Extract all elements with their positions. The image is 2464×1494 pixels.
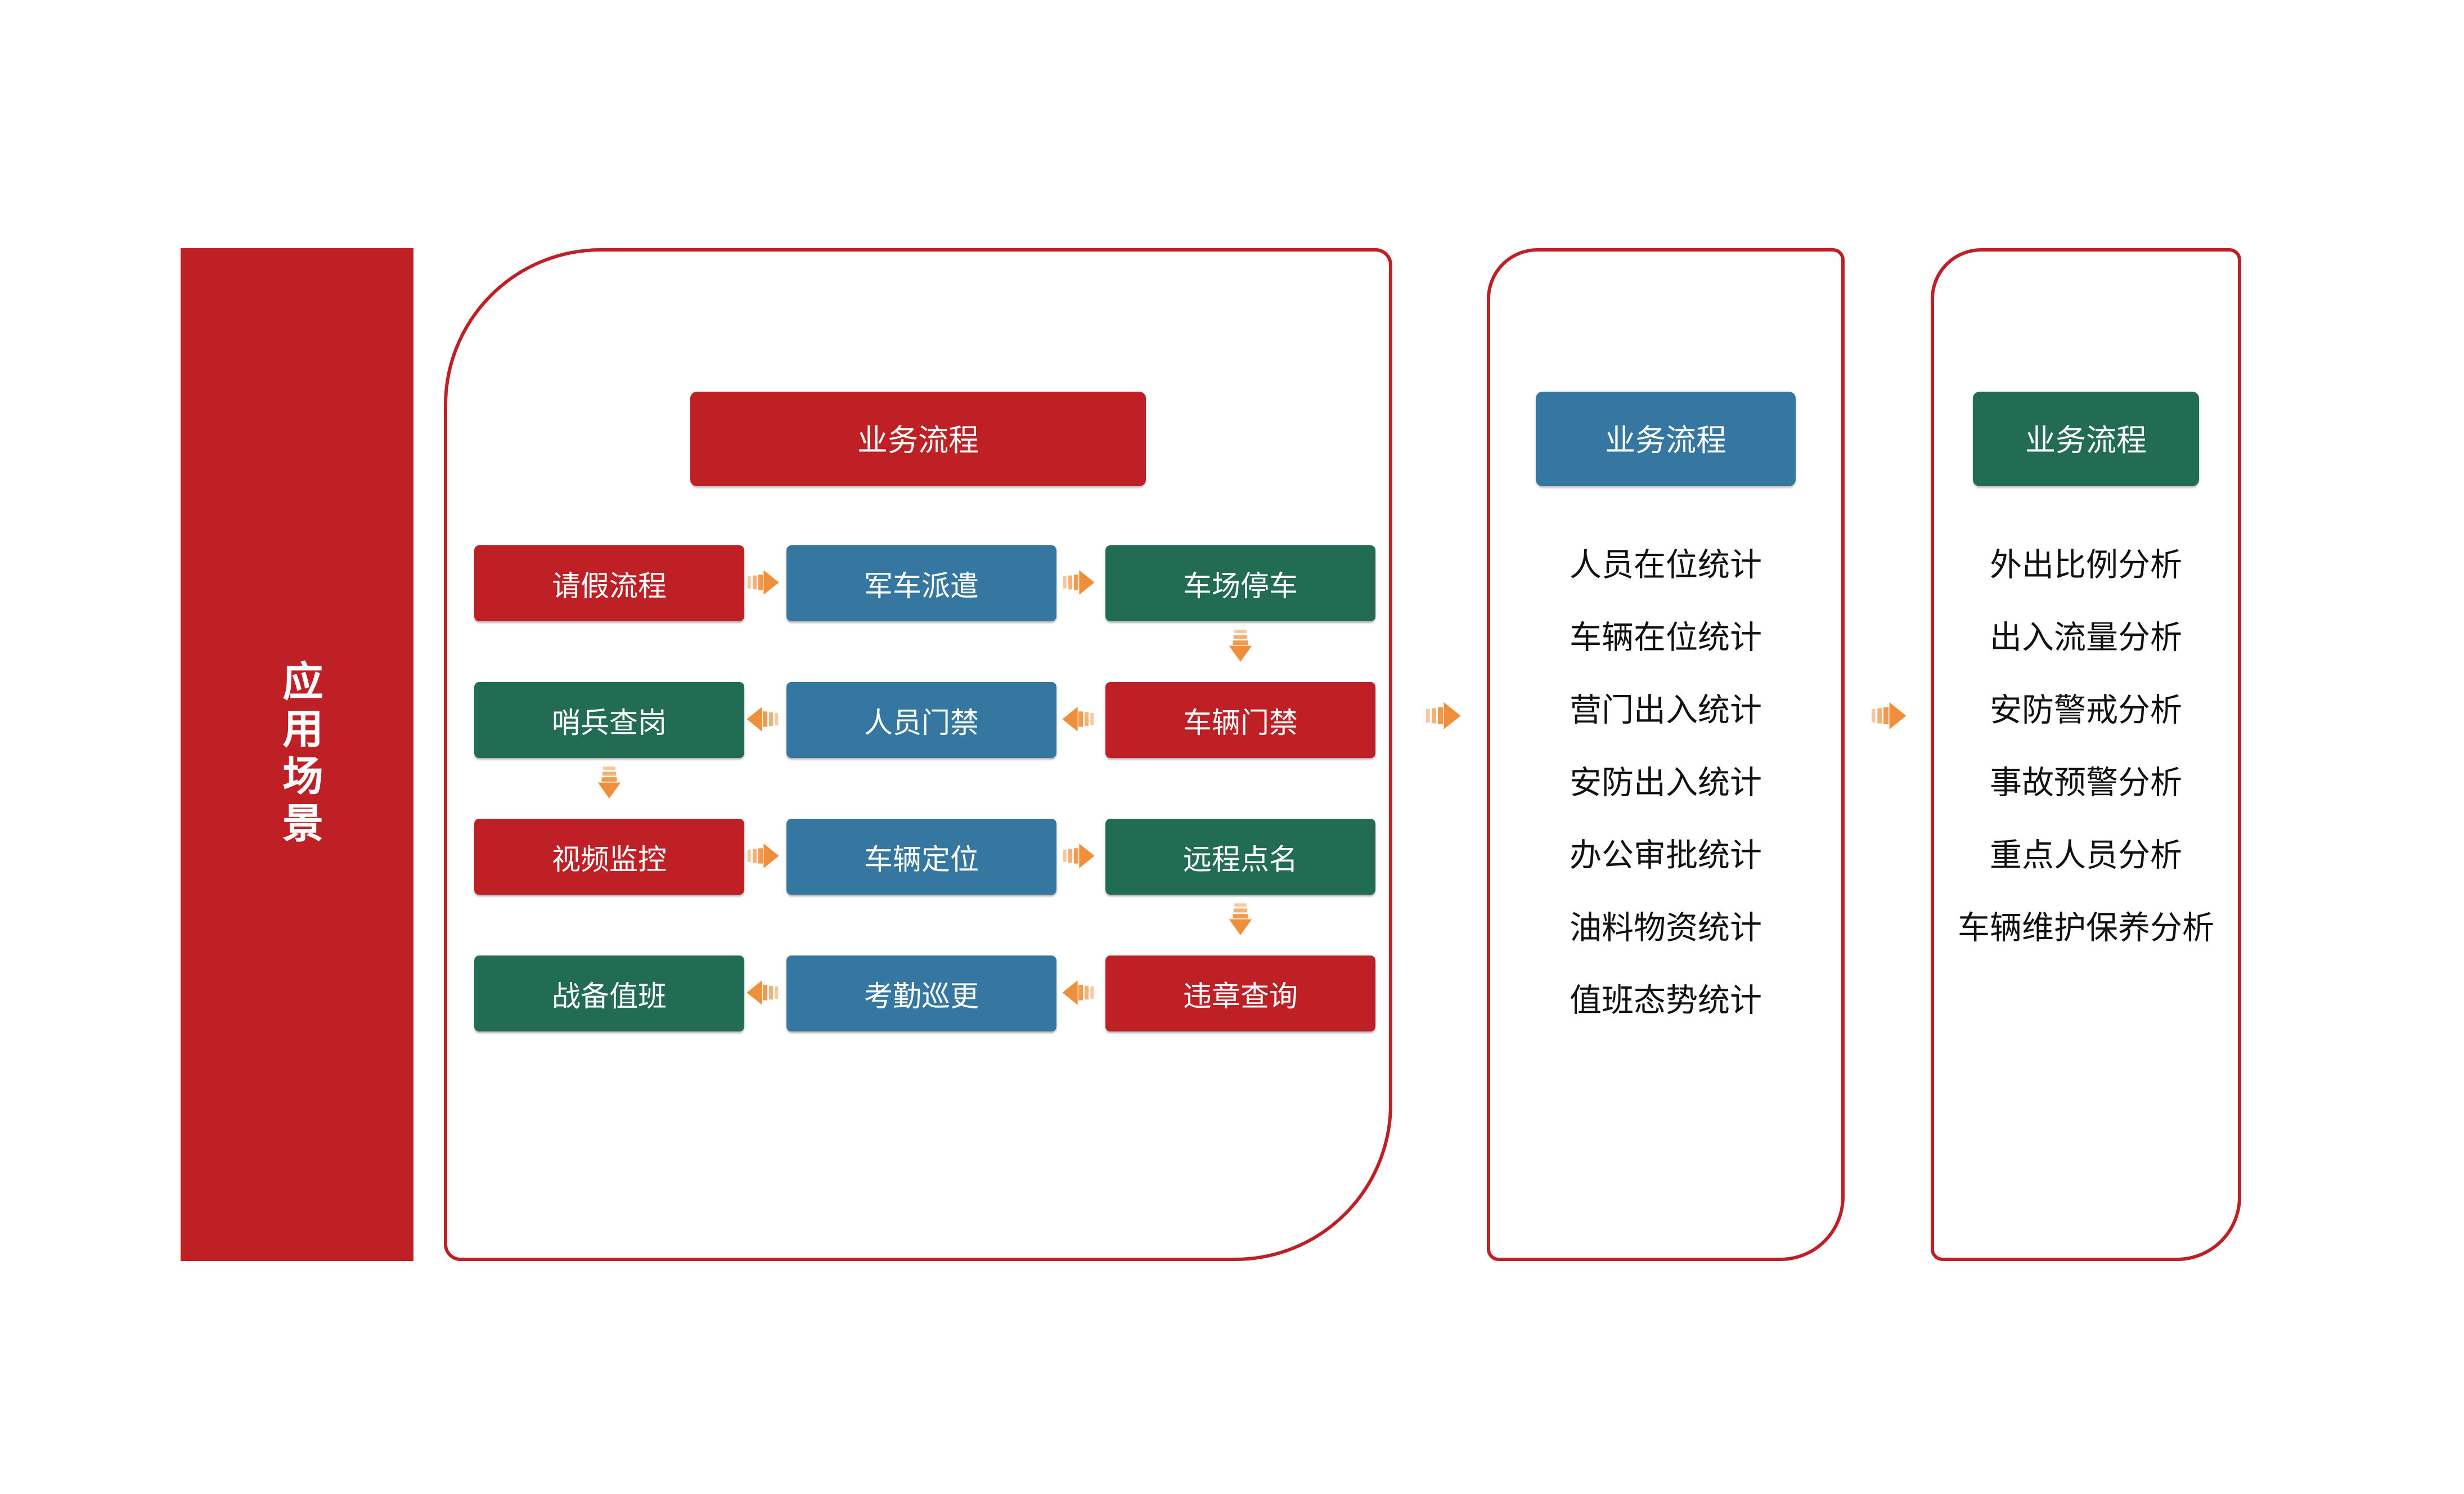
flow-box: 哨兵查岗 [474, 682, 744, 758]
flow-arrow-right-icon [1062, 837, 1095, 874]
flow-arrow-left-icon [1062, 701, 1095, 738]
flow-box: 车辆定位 [786, 819, 1056, 895]
flow-box: 车辆门禁 [1105, 682, 1375, 758]
flow-panel: 业务流程 请假流程 军车派遣 车场停车 哨兵查岗 人员门禁 车辆门禁 视频监控 … [444, 248, 1392, 1261]
list-item: 重点人员分析 [1989, 839, 2182, 874]
list-item: 安防警戒分析 [1989, 694, 2182, 729]
flow-arrow-left-icon [1062, 974, 1095, 1011]
flow-arrow-left-icon [746, 701, 780, 738]
list-item: 车辆在位统计 [1569, 621, 1762, 657]
list-item: 车辆维护保养分析 [1957, 912, 2214, 947]
stats-panel: 业务流程 人员在位统计 车辆在位统计 营门出入统计 安防出入统计 办公审批统计 … [1487, 248, 1845, 1261]
flow-panel-header: 业务流程 [690, 392, 1146, 486]
flow-box: 军车派遣 [786, 545, 1056, 621]
list-item: 值班态势统计 [1569, 984, 1762, 1020]
flow-arrow-right-icon [746, 837, 780, 874]
list-item: 办公审批统计 [1569, 839, 1762, 874]
panel-connector-arrow-icon [1424, 696, 1462, 736]
list-item: 油料物资统计 [1569, 912, 1762, 947]
list-item: 营门出入统计 [1569, 694, 1762, 729]
analysis-panel-header: 业务流程 [1973, 392, 2199, 486]
flow-arrow-right-icon [746, 564, 780, 601]
flow-box: 请假流程 [474, 545, 744, 621]
list-item: 人员在位统计 [1569, 549, 1762, 584]
app-scenario-banner-label: 应用场景 [275, 660, 321, 849]
flow-box: 考勤巡更 [786, 955, 1056, 1031]
flow-box: 远程点名 [1105, 819, 1375, 895]
list-item: 安防出入统计 [1569, 766, 1762, 802]
list-item: 出入流量分析 [1989, 621, 2182, 657]
flow-box: 违章查询 [1105, 955, 1375, 1031]
flow-arrow-left-icon [746, 974, 780, 1011]
flow-arrow-down-icon [1225, 626, 1256, 667]
analysis-list: 外出比例分析 出入流量分析 安防警戒分析 事故预警分析 重点人员分析 车辆维护保… [1934, 527, 2238, 962]
flow-box: 车场停车 [1105, 545, 1375, 621]
list-item: 外出比例分析 [1989, 549, 2182, 584]
stats-panel-header: 业务流程 [1536, 392, 1796, 486]
flow-box: 视频监控 [474, 819, 744, 895]
flow-box: 人员门禁 [786, 682, 1056, 758]
panel-connector-arrow-icon [1870, 696, 1907, 736]
flow-arrow-down-icon [594, 763, 624, 804]
flow-arrow-right-icon [1062, 564, 1095, 601]
stats-list: 人员在位统计 车辆在位统计 营门出入统计 安防出入统计 办公审批统计 油料物资统… [1490, 527, 1841, 1035]
app-scenario-banner: 应用场景 [181, 248, 413, 1261]
list-item: 事故预警分析 [1989, 766, 2182, 802]
flow-box: 战备值班 [474, 955, 744, 1031]
analysis-panel: 业务流程 外出比例分析 出入流量分析 安防警戒分析 事故预警分析 重点人员分析 … [1931, 248, 2241, 1261]
flow-arrow-down-icon [1225, 900, 1256, 940]
